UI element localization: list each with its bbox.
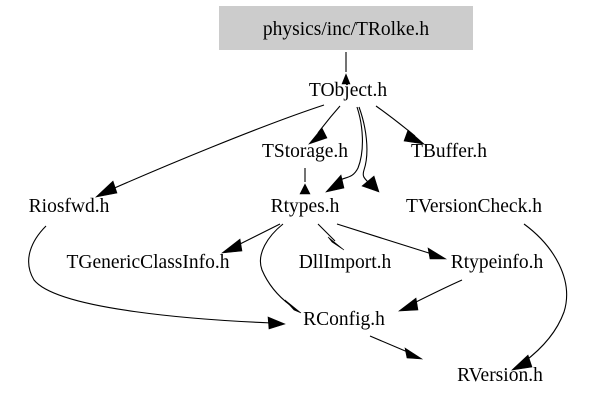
arrowhead-icon: [511, 354, 533, 371]
graph-node-rconfig[interactable]: RConfig.h: [303, 309, 385, 330]
graph-node-tbuffer[interactable]: TBuffer.h: [411, 141, 487, 162]
node-label: RVersion.h: [457, 365, 543, 386]
edge-line: [317, 223, 336, 242]
graph-node-rtypes[interactable]: Rtypes.h: [271, 196, 340, 217]
arrowhead-icon: [404, 347, 424, 360]
node-label: TGenericClassInfo.h: [67, 252, 230, 273]
graph-node-rversion[interactable]: RVersion.h: [457, 365, 543, 386]
arrowhead-icon: [299, 183, 311, 195]
arrowhead-icon: [327, 236, 345, 251]
edges-layer: [28, 52, 568, 371]
arrowhead-icon: [325, 174, 345, 193]
graph-node-riosfwd[interactable]: Riosfwd.h: [29, 196, 110, 217]
node-label: Rtypeinfo.h: [451, 252, 544, 273]
graph-node-tobject[interactable]: TObject.h: [309, 80, 387, 101]
edge-tobject-to-tstorage: [308, 105, 341, 145]
node-label: Rtypes.h: [271, 196, 340, 217]
graph-node-tversioncheck[interactable]: TVersionCheck.h: [406, 196, 542, 217]
node-label: RConfig.h: [303, 309, 385, 330]
edge-rconfig-to-rversion: [369, 335, 424, 360]
arrowhead-icon: [427, 247, 448, 260]
edge-tobject-to-tversioncheck: [358, 106, 380, 193]
edge-tversioncheck-to-rversion: [511, 223, 568, 371]
node-label: TVersionCheck.h: [406, 196, 542, 217]
graph-node-tstorage[interactable]: TStorage.h: [262, 141, 348, 162]
edge-tobject-to-riosfwd: [95, 104, 325, 198]
node-label: DllImport.h: [299, 252, 392, 273]
edge-rtypes-to-rtypeinfo: [336, 223, 448, 260]
node-label: TObject.h: [309, 80, 387, 101]
edge-line: [109, 104, 325, 191]
arrowhead-icon: [361, 175, 380, 193]
edge-rtypes-to-tgenericclassinfo: [220, 223, 281, 254]
edge-line: [358, 106, 369, 183]
edge-line: [28, 225, 273, 324]
graph-node-tgenericclassinfo[interactable]: TGenericClassInfo.h: [67, 252, 230, 273]
edge-rtypeinfo-to-rconfig: [398, 279, 463, 312]
edge-line: [235, 223, 281, 247]
edge-line: [336, 223, 433, 255]
node-label: TStorage.h: [262, 141, 348, 162]
arrowhead-icon: [220, 238, 243, 254]
arrowhead-icon: [403, 129, 425, 145]
edge-trolke-to-tobject: [341, 52, 351, 85]
edge-riosfwd-to-rconfig: [28, 225, 286, 330]
edge-tobject-to-rtypes: [325, 106, 363, 193]
arrowhead-icon: [95, 180, 118, 198]
arrowhead-icon: [308, 127, 328, 145]
node-label: physics/inc/TRolke.h: [263, 19, 430, 40]
node-highlight-box: [219, 6, 473, 50]
arrowhead-icon: [267, 316, 286, 330]
edge-tobject-to-tbuffer: [375, 105, 425, 145]
graph-node-rtypeinfo[interactable]: Rtypeinfo.h: [451, 252, 544, 273]
graph-node-trolke[interactable]: physics/inc/TRolke.h: [219, 6, 473, 50]
edge-line: [523, 223, 568, 363]
edge-line: [336, 106, 363, 183]
edge-line: [369, 335, 411, 354]
edge-rtypes-to-rconfig: [260, 223, 302, 314]
arrowhead-icon: [341, 73, 351, 85]
edge-line: [260, 223, 291, 306]
node-label: TBuffer.h: [411, 141, 487, 162]
graph-node-dllimport[interactable]: DllImport.h: [299, 252, 392, 273]
edge-tstorage-to-rtypes: [299, 168, 311, 195]
arrowhead-icon: [398, 297, 419, 312]
edge-rtypes-to-dllimport: [317, 223, 345, 251]
node-label: Riosfwd.h: [29, 196, 110, 217]
arrowhead-icon: [284, 299, 302, 314]
edge-line: [411, 279, 463, 305]
